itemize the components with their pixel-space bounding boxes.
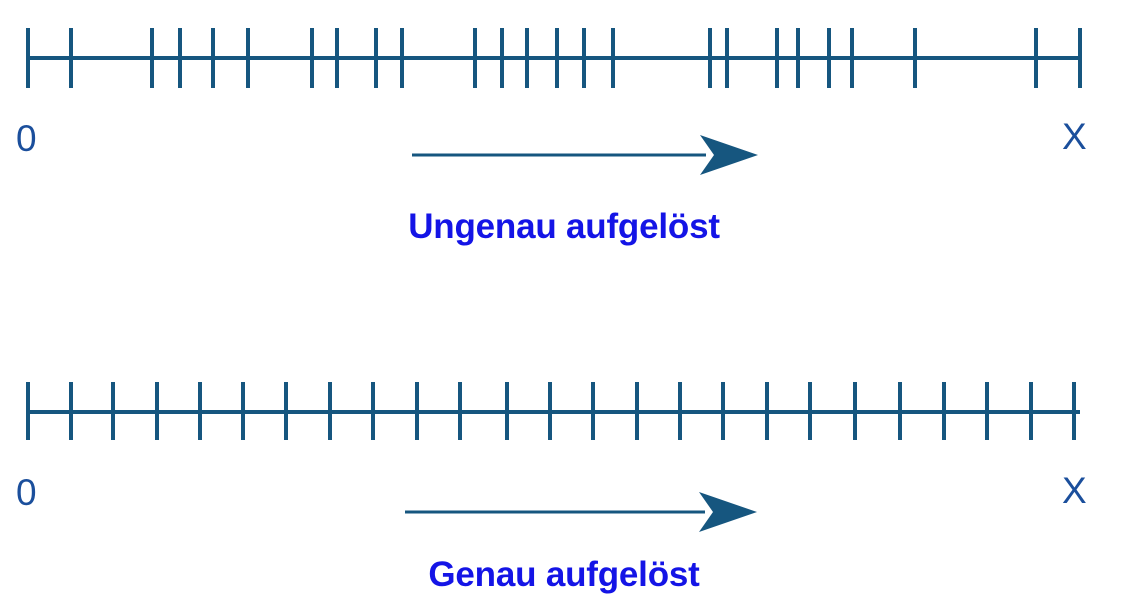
coarse-caption: Ungenau aufgelöst bbox=[408, 207, 720, 246]
coarse-origin-label: 0 bbox=[16, 118, 37, 159]
fine-axis-group bbox=[26, 382, 1080, 440]
coarse-scale-drawing bbox=[26, 28, 1082, 175]
coarse-axis-group bbox=[26, 28, 1082, 88]
fine-origin-label: 0 bbox=[16, 472, 37, 513]
coarse-arrow-head-icon bbox=[700, 135, 758, 175]
fine-scale-drawing bbox=[26, 382, 1080, 532]
fine-direction-arrow bbox=[405, 492, 757, 532]
coarse-end-label: X bbox=[1062, 116, 1087, 157]
panel-coarse-scale: 0 X Ungenau aufgelöst bbox=[0, 0, 1128, 270]
fine-end-label: X bbox=[1062, 470, 1087, 511]
fine-caption: Genau aufgelöst bbox=[428, 555, 700, 594]
panel-fine-scale: 0 X Genau aufgelöst bbox=[0, 330, 1128, 602]
fine-arrow-head-icon bbox=[699, 492, 757, 532]
coarse-direction-arrow bbox=[412, 135, 758, 175]
